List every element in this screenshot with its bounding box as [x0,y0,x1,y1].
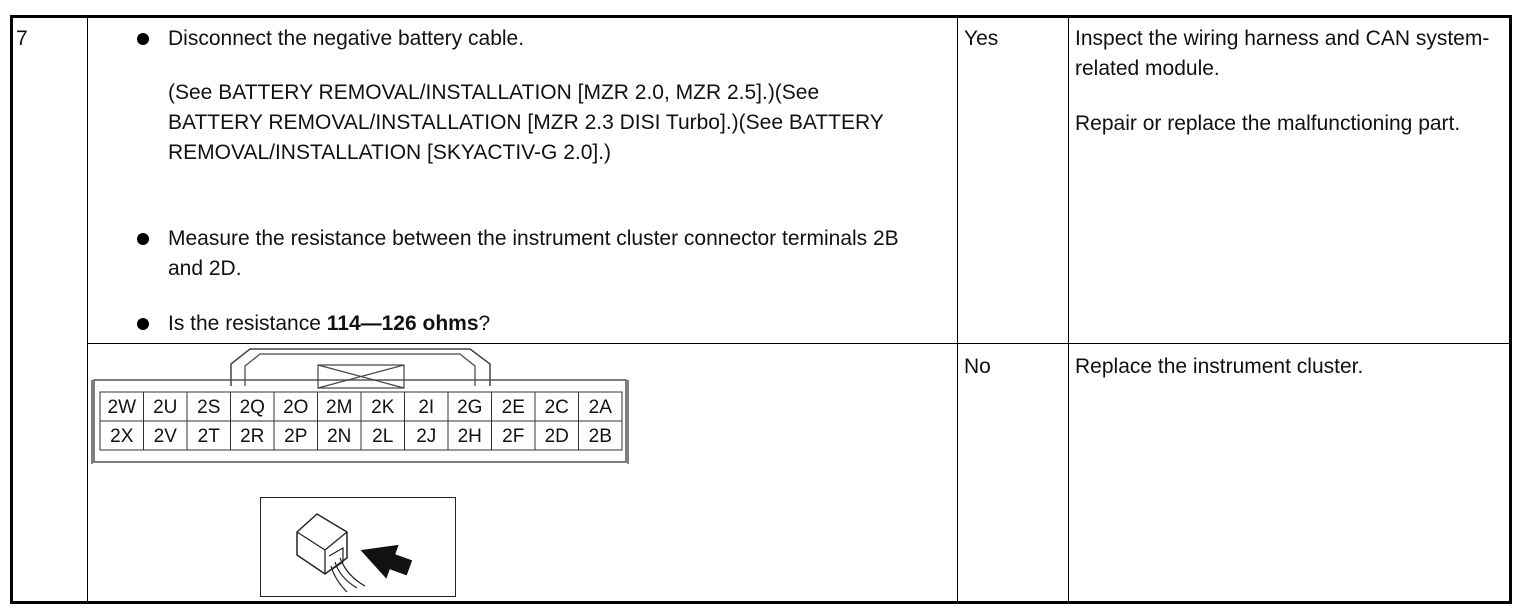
terminal-label: 2Q [240,397,265,418]
action-text: Repair or replace the malfunctioning par… [1075,112,1461,135]
terminal-label: 2X [110,426,134,447]
terminal-label: 2O [283,397,308,418]
column-divider [1068,15,1069,604]
terminal-label: 2N [327,426,351,447]
terminal-label: 2L [372,426,393,447]
row-divider [87,343,1510,344]
answer-yes: Yes [964,27,999,50]
inspection-item: Disconnect the negative battery cable. [168,27,525,50]
connector-probe-icon [296,513,366,593]
terminal-label: 2F [502,426,524,447]
terminal-label: 2V [154,426,178,447]
terminal-label: 2H [458,426,482,447]
terminal-label: 2C [545,397,569,418]
column-divider [87,15,88,604]
terminal-label: 2J [416,426,436,447]
action-text: Replace the instrument cluster. [1075,355,1364,378]
question-prefix: Is the resistance [168,312,327,335]
bullet-icon [137,33,149,45]
terminal-label: 2U [153,397,177,418]
terminal-grid: 2W 2U 2S 2Q 2O 2M 2K 2I 2G 2E 2C 2A 2X 2V 2T 2R 2P 2N 2L 2J… [99,391,623,451]
terminal-label: 2G [457,397,482,418]
terminal-label: 2K [371,397,395,418]
bullet-icon [137,318,149,330]
terminal-label: 2W [108,397,137,418]
terminal-label: 2P [284,426,307,447]
probe-illustration-frame [260,497,456,597]
question-suffix: ? [478,312,491,335]
terminal-label: 2D [545,426,569,447]
terminal-label: 2E [502,397,525,418]
terminal-cell [578,420,623,451]
bullet-icon [137,233,149,245]
step-number: 7 [16,27,28,50]
reference-note: (See BATTERY REMOVAL/INSTALLATION [MZR 2… [168,81,884,164]
diagnostic-table [10,15,1512,604]
terminal-label: 2B [589,426,612,447]
terminal-label: 2S [197,397,220,418]
terminal-label: 2M [326,397,352,418]
inspection-item: Measure the resistance between the instr… [168,227,899,280]
answer-no: No [964,355,991,378]
terminal-label: 2T [198,426,221,447]
terminal-label: 2R [240,426,264,447]
action-text: Inspect the wiring harness and CAN syste… [1075,27,1490,80]
arrow-icon [360,544,413,579]
terminal-label: 2A [589,397,613,418]
terminal-label: 2I [418,397,434,418]
connector-terminal-diagram: 2W 2U 2S 2Q 2O 2M 2K 2I 2G 2E 2C 2A 2X 2V 2T 2R 2P 2N 2L 2J… [91,348,629,464]
resistance-spec: 114—126 ohms [326,312,479,335]
column-divider [957,15,958,604]
inspection-question: Is the resistance 114—126 ohms? [168,309,928,339]
